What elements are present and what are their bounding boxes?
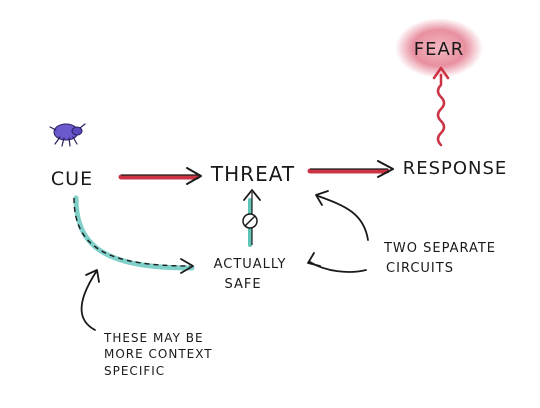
spider-icon <box>49 123 86 147</box>
threat-to-response-arrowhead <box>377 160 394 178</box>
cue-to-threat-arrowhead <box>186 167 202 185</box>
actually-safe-label-line2: SAFE <box>224 277 261 292</box>
annotation-to-threat-arrow <box>317 195 369 241</box>
fear-arrowhead <box>432 66 450 80</box>
context-line1: THESE MAY BE <box>103 331 204 345</box>
annotation-to-safe-arrow <box>309 261 367 273</box>
context-annotation-arrowhead <box>85 269 100 283</box>
context-line3: SPECIFIC <box>104 364 165 378</box>
cue-to-safe-arrowhead <box>180 258 194 274</box>
cue-label: CUE <box>51 168 93 190</box>
safe-to-threat-arrowhead <box>243 189 261 201</box>
cue-to-safe-dashed-curve <box>73 197 191 267</box>
fear-glow <box>395 18 483 78</box>
response-label: RESPONSE <box>403 158 508 179</box>
context-annotation-arrow <box>80 271 97 331</box>
annotation-to-safe-arrowhead <box>307 252 321 267</box>
context-line2: MORE CONTEXT <box>104 347 213 361</box>
fear-label: FEAR <box>414 39 465 60</box>
response-to-fear-arrow <box>436 73 446 147</box>
annotation-to-threat-arrowhead <box>315 190 329 206</box>
two-separate-line2: CIRCUITS <box>386 261 454 276</box>
actually-safe-label-line1: ACTUALLY <box>214 257 287 272</box>
cue-to-safe-teal-curve <box>73 195 195 271</box>
inhibition-circle-icon <box>242 213 258 229</box>
two-separate-line1: TWO SEPARATE <box>383 241 496 256</box>
threat-label: THREAT <box>210 162 295 186</box>
